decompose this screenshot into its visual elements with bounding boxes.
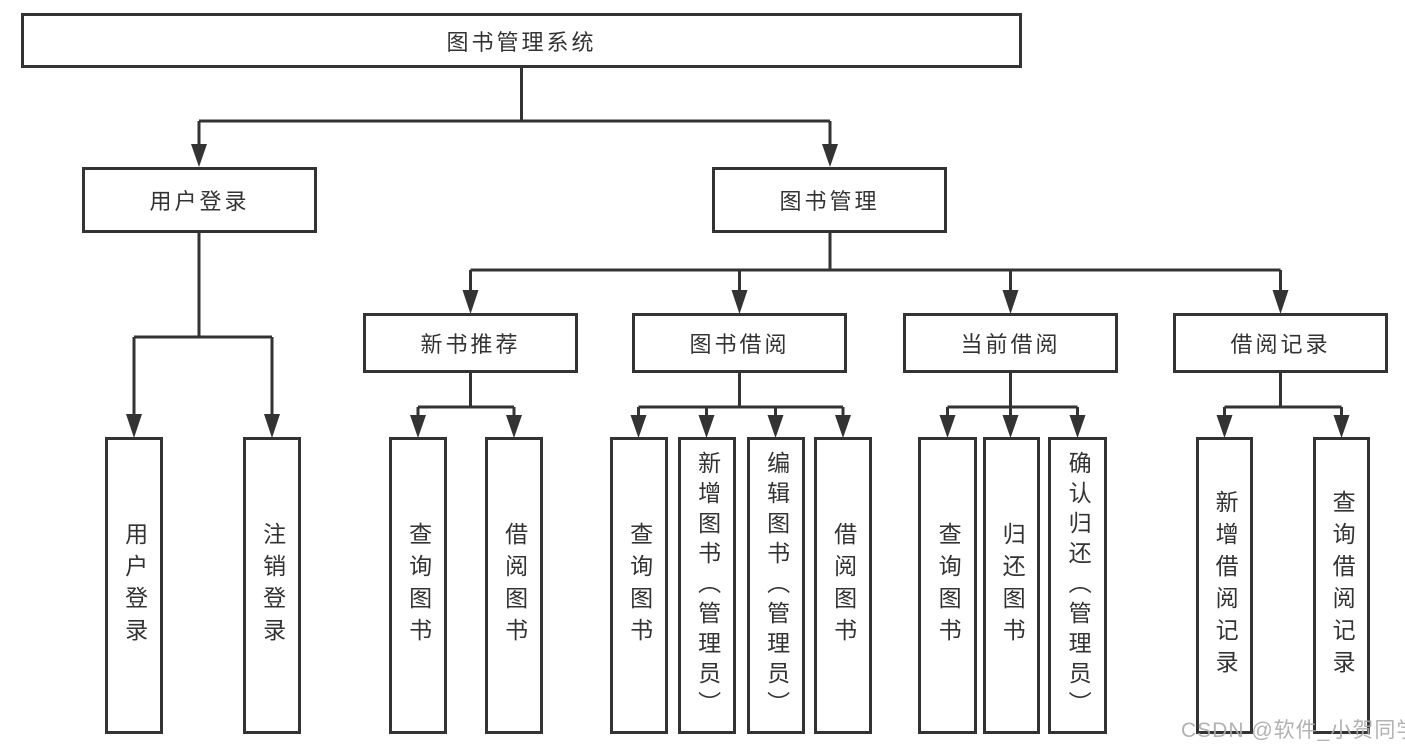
connector-user-login-to-leaves (126, 232, 280, 438)
node-leaf-current-confirm-return-admin-label: 确认归还（管理员） (1065, 450, 1092, 721)
node-leaf-current-confirm-return-admin: 确认归还（管理员） (1048, 437, 1107, 734)
node-leaf-records-add-borrow-record: 新增借阅记录 (1196, 437, 1253, 734)
csdn-watermark: CSDN @软件_小贺同学 (1181, 719, 1405, 742)
node-new-book-recommend: 新书推荐 (363, 313, 578, 373)
node-leaf-borrowing-borrow-books: 借阅图书 (814, 437, 872, 734)
node-book-borrowing-label: 图书借阅 (689, 332, 790, 357)
node-leaf-current-return-books: 归还图书 (983, 437, 1040, 734)
node-leaf-logout-label: 注销登录 (259, 521, 286, 650)
node-user-login-label: 用户登录 (149, 189, 250, 214)
connector-root-to-level2 (191, 66, 838, 167)
node-leaf-records-query-borrow-record-label: 查询借阅记录 (1329, 489, 1356, 682)
node-leaf-current-return-books-label: 归还图书 (999, 521, 1026, 650)
connector-records-to-leaves (1216, 372, 1350, 438)
connector-book-management-to-level3 (462, 232, 1289, 314)
node-leaf-borrowing-edit-books-admin: 编辑图书（管理员） (747, 437, 805, 734)
node-leaf-user-login-label: 用户登录 (121, 521, 148, 650)
node-book-management: 图书管理 (712, 167, 947, 233)
node-leaf-logout: 注销登录 (243, 437, 301, 734)
node-leaf-borrowing-borrow-books-label: 借阅图书 (830, 521, 857, 650)
node-leaf-borrowing-query-books-label: 查询图书 (626, 521, 653, 650)
node-book-borrowing: 图书借阅 (632, 313, 847, 373)
node-leaf-borrowing-add-books-admin-label: 新增图书（管理员） (694, 450, 721, 721)
node-borrow-records-label: 借阅记录 (1230, 332, 1331, 357)
connector-recommend-to-leaves (410, 372, 522, 438)
node-leaf-borrowing-add-books-admin: 新增图书（管理员） (678, 437, 736, 734)
node-leaf-borrowing-query-books: 查询图书 (610, 437, 668, 734)
node-leaf-current-query-books-label: 查询图书 (935, 521, 962, 650)
node-leaf-recommend-borrow-books: 借阅图书 (485, 437, 543, 734)
node-user-login: 用户登录 (82, 167, 317, 233)
node-book-management-label: 图书管理 (779, 189, 880, 214)
node-leaf-recommend-query-books: 查询图书 (389, 437, 447, 734)
connector-borrowing-to-leaves (630, 372, 851, 438)
node-leaf-recommend-borrow-books-label: 借阅图书 (501, 521, 528, 650)
node-current-borrowing: 当前借阅 (903, 313, 1118, 373)
node-leaf-user-login: 用户登录 (105, 437, 163, 734)
node-current-borrowing-label: 当前借阅 (960, 332, 1061, 357)
node-leaf-records-add-borrow-record-label: 新增借阅记录 (1212, 489, 1239, 682)
node-root-label: 图书管理系统 (446, 29, 597, 55)
node-leaf-records-query-borrow-record: 查询借阅记录 (1313, 437, 1370, 734)
node-root: 图书管理系统 (21, 13, 1022, 68)
node-leaf-borrowing-edit-books-admin-label: 编辑图书（管理员） (763, 450, 790, 721)
node-leaf-current-query-books: 查询图书 (918, 437, 977, 734)
connector-current-to-leaves (939, 372, 1086, 438)
node-borrow-records: 借阅记录 (1173, 313, 1388, 373)
node-new-book-recommend-label: 新书推荐 (420, 332, 521, 357)
node-leaf-recommend-query-books-label: 查询图书 (405, 521, 432, 650)
